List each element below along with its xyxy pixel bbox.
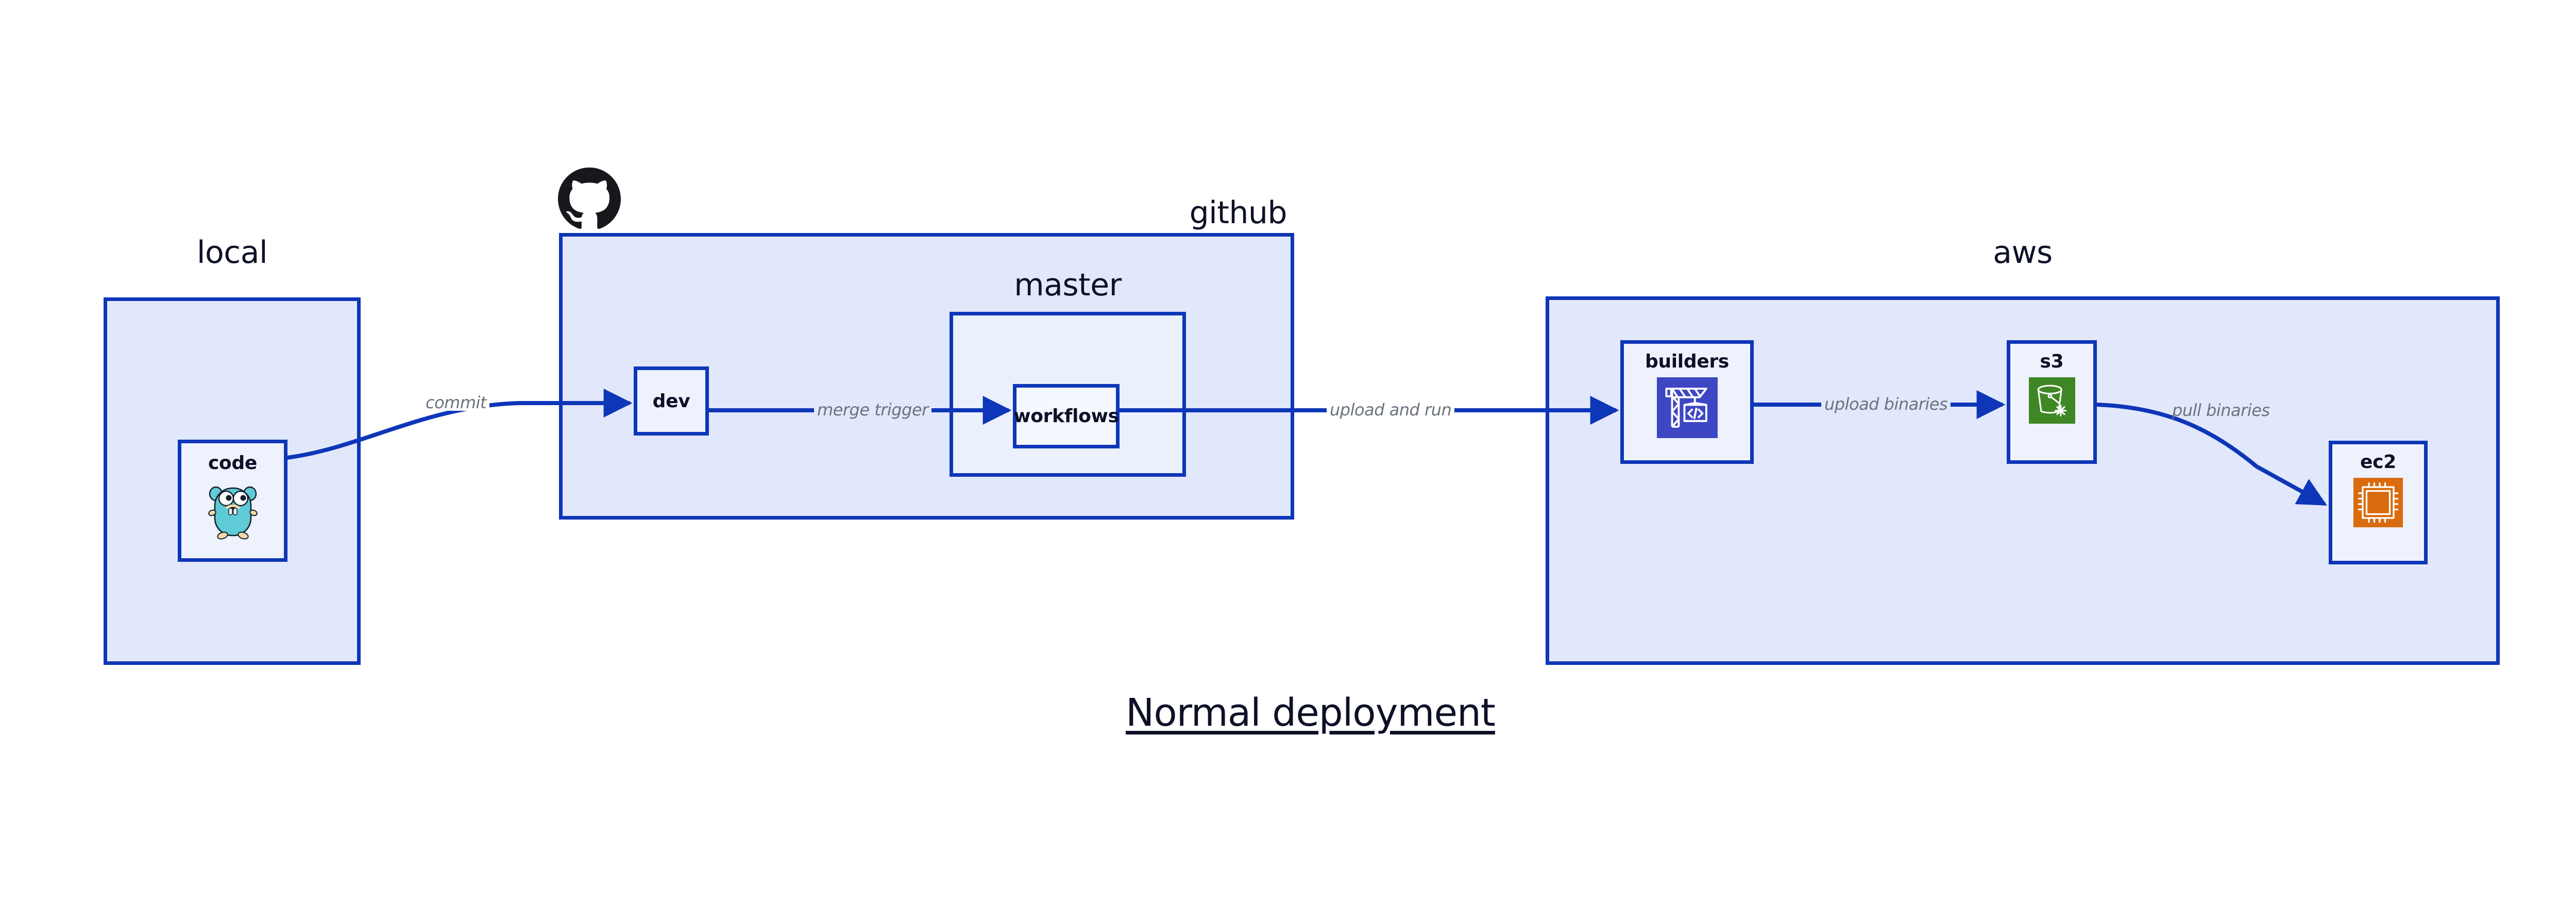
node-builders[interactable]: builders [1620,340,1754,464]
node-label-dev: dev [652,390,690,412]
group-label-github: github [1189,195,1287,231]
node-label-workflows: workflows [1013,406,1119,427]
node-ec2[interactable]: ec2 [2329,441,2428,564]
crane-icon [1656,377,1718,440]
bucket-icon [2028,377,2075,426]
group-label-local: local [196,235,268,271]
edge-label-merge-trigger: merge trigger [814,402,931,418]
diagram-title: Normal deployment [1126,691,1496,735]
edge-label-commit: commit [422,394,489,411]
node-dev[interactable]: dev [634,366,709,436]
node-label-s3: s3 [2040,351,2064,372]
node-label-code: code [208,453,258,474]
cpu-chip-icon [2353,478,2403,529]
group-label-aws: aws [1993,235,2053,271]
edge-label-upload-and-run: upload and run [1327,402,1455,418]
go-gopher-icon [206,481,260,544]
node-code[interactable]: code [178,440,287,562]
edge-label-upload-binaries: upload binaries [1821,396,1951,412]
node-label-ec2: ec2 [2360,452,2396,473]
subgroup-label-master: master [1014,267,1122,303]
node-s3[interactable]: s3 [2007,340,2097,464]
node-label-builders: builders [1645,351,1730,372]
edge-label-pull-binaries: pull binaries [2172,400,2270,420]
node-workflows[interactable]: workflows [1013,384,1120,448]
github-octocat-logo [558,168,621,232]
